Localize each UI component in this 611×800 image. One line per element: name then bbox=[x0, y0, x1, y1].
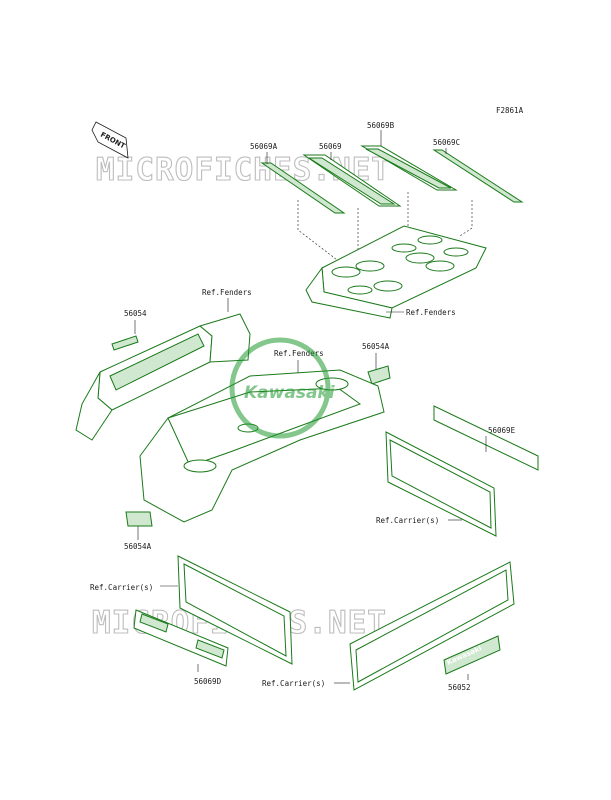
label-ref-fenders-rear: Ref.Fenders bbox=[406, 308, 456, 317]
front-arrow-icon: FRONT bbox=[91, 121, 129, 159]
label-56054: 56054 bbox=[124, 309, 147, 318]
decal-56069D bbox=[133, 609, 229, 667]
label-ref-carrier-bottom: Ref.Carrier(s) bbox=[262, 679, 325, 688]
decal-56069C bbox=[432, 149, 524, 203]
decal-56069A bbox=[260, 162, 346, 214]
label-56069: 56069 bbox=[319, 142, 342, 151]
label-56069C: 56069C bbox=[433, 138, 460, 147]
label-56054A-left: 56054A bbox=[124, 542, 152, 551]
label-56069B: 56069B bbox=[367, 121, 395, 130]
label-ref-fenders-top: Ref.Fenders bbox=[202, 288, 252, 297]
right-carrier-panel bbox=[385, 431, 497, 537]
decal-56052: Kawasaki bbox=[443, 635, 501, 675]
figure-code: F2861A bbox=[496, 106, 524, 115]
label-ref-carrier-right: Ref.Carrier(s) bbox=[376, 516, 439, 525]
decal-56069B bbox=[360, 145, 458, 191]
label-ref-fenders-mid: Ref.Fenders bbox=[274, 349, 324, 358]
label-56069D: 56069D bbox=[194, 677, 222, 686]
label-ref-carrier-left: Ref.Carrier(s) bbox=[90, 583, 153, 592]
decal-56069 bbox=[302, 154, 402, 207]
decal-56054A-left bbox=[125, 511, 153, 527]
logo-text: Kawasaki bbox=[244, 383, 336, 403]
rear-fender bbox=[305, 225, 487, 319]
label-56069A: 56069A bbox=[250, 142, 278, 151]
label-56052: 56052 bbox=[448, 683, 471, 692]
left-carrier-panel bbox=[177, 555, 293, 665]
label-56069E: 56069E bbox=[488, 426, 516, 435]
decal-56054 bbox=[111, 335, 139, 351]
label-56054A-right: 56054A bbox=[362, 342, 390, 351]
kawasaki-logo: Kawasaki bbox=[229, 337, 336, 439]
decal-56054A-right bbox=[367, 365, 391, 385]
tailgate bbox=[349, 561, 515, 691]
front-grille bbox=[75, 313, 251, 441]
